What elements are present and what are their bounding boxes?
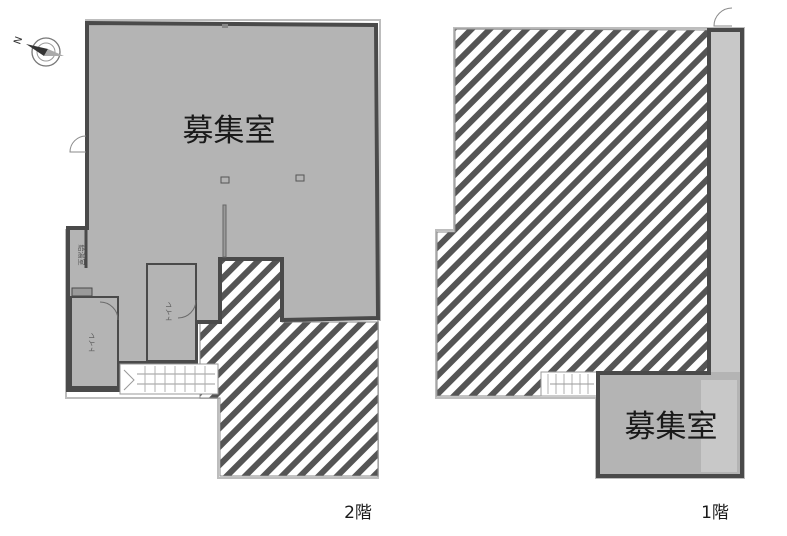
floor-1-plan: 募集室 1階 xyxy=(435,7,745,523)
floor-1-corridor-inner xyxy=(711,32,740,372)
floor-2-room-label: 募集室 xyxy=(183,113,276,149)
floor-2-fixture-2 xyxy=(295,174,305,182)
floor-1-stairs xyxy=(540,371,598,397)
floor-2-stairs xyxy=(119,363,219,395)
floor-1-floor-label: 1階 xyxy=(701,503,729,523)
compass-tail xyxy=(44,49,64,56)
floor-2-toilet-2 xyxy=(146,263,197,362)
floor-2-fixture-1 xyxy=(220,176,230,184)
floor-1-hatched-area xyxy=(436,28,709,397)
floor-2-side-label: 給湯室 xyxy=(77,245,86,266)
floor-2-entrance-door xyxy=(69,135,87,153)
floor-2-shaft xyxy=(71,287,93,297)
floor-2-toilet-1 xyxy=(70,296,119,388)
compass-north-letter: N xyxy=(12,35,25,46)
compass: N xyxy=(12,35,64,67)
floor-2-toilet-door-1 xyxy=(99,301,119,321)
compass-circle xyxy=(31,37,61,67)
floor-1-side-strip xyxy=(701,380,737,472)
floor-2-floor-label: 2階 xyxy=(344,503,372,523)
compass-needle-icon xyxy=(26,44,48,56)
floor-2-top-vent xyxy=(222,24,228,28)
floor-2-partition xyxy=(222,204,227,258)
floor-1-entrance-door xyxy=(713,7,733,27)
floor-2-toilet-door-2 xyxy=(177,299,197,319)
compass-inner-circle xyxy=(36,42,56,62)
floor-2-toilet-label-2: トイレ xyxy=(165,302,173,323)
floor-1-room-label: 募集室 xyxy=(625,409,718,445)
floor-2-toilet-label-1: トイレ xyxy=(88,333,96,354)
floor-2-plan: 募集室 給湯室 トイレ トイレ 2階 xyxy=(65,19,381,523)
